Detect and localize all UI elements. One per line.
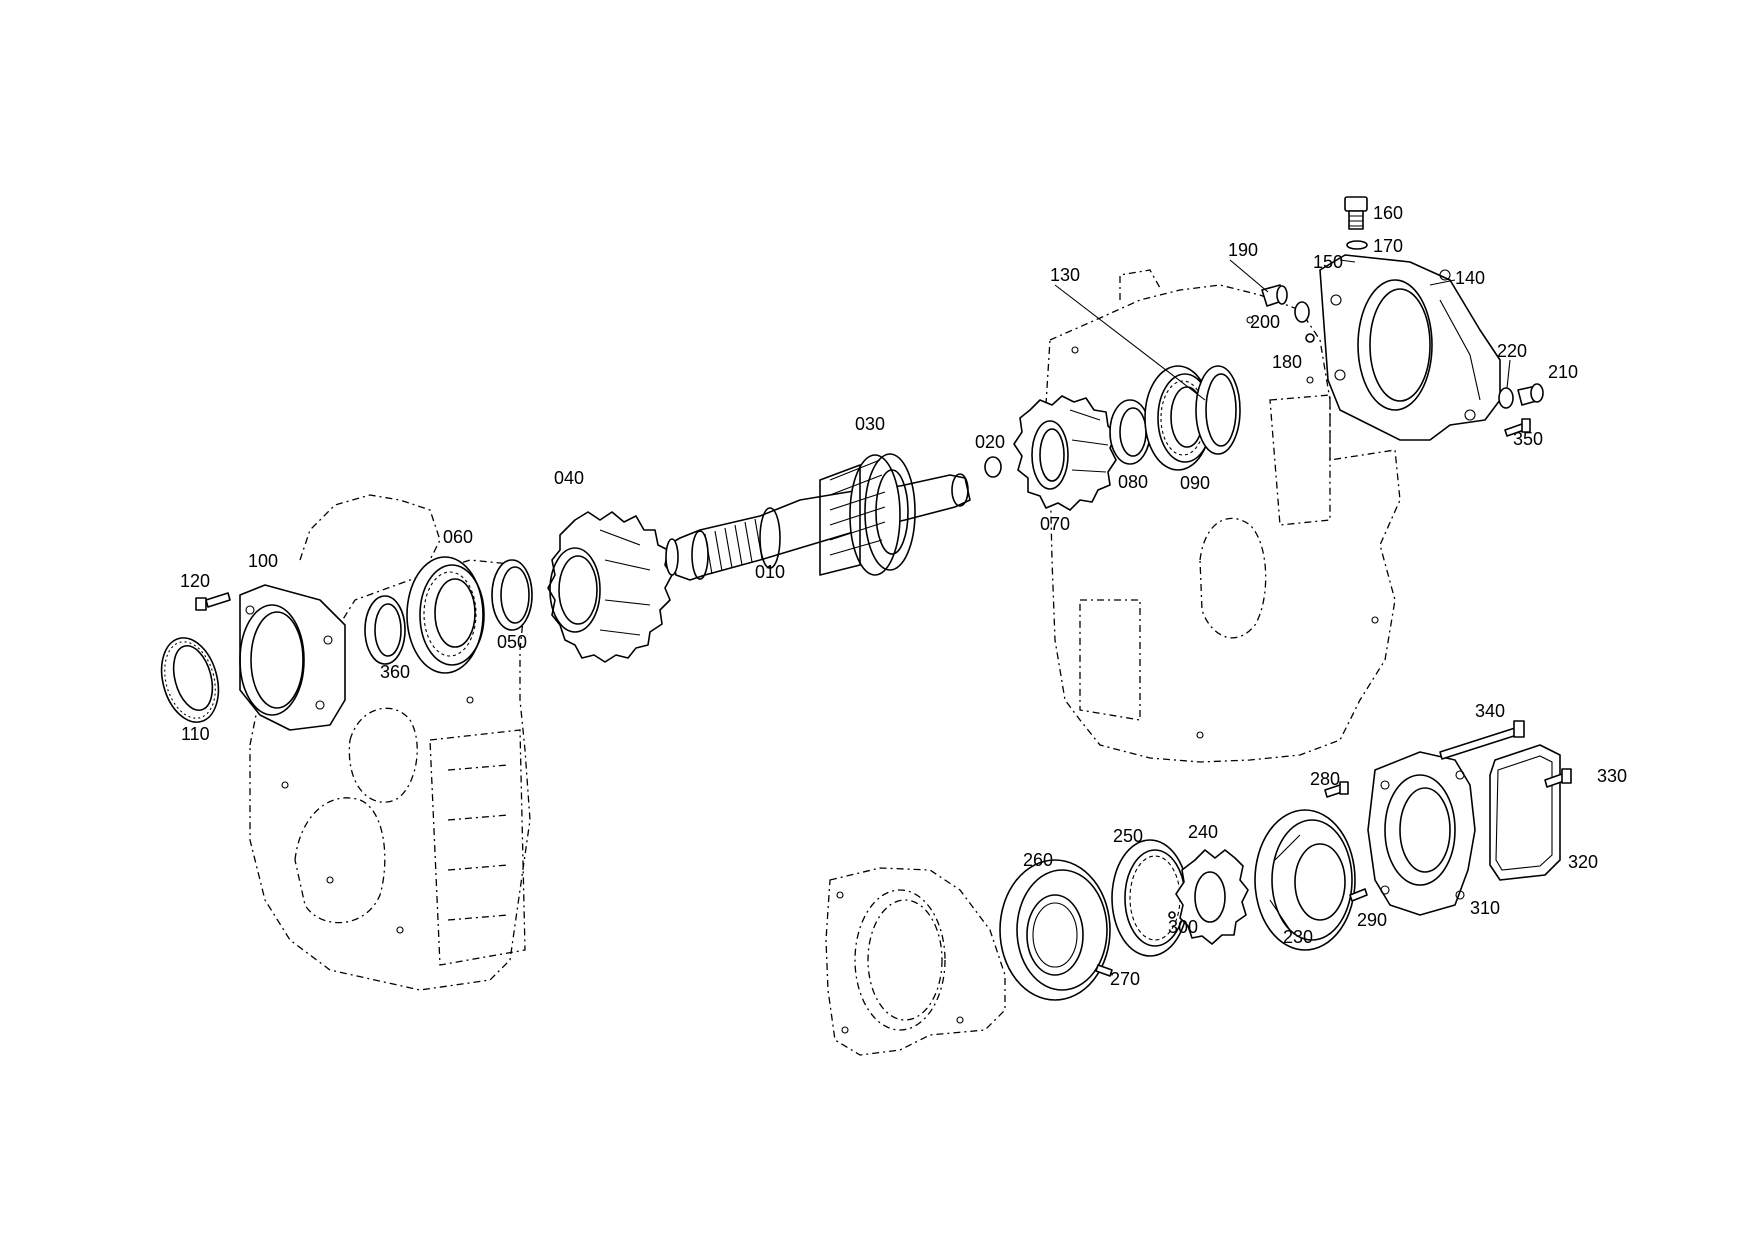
gear-070 (1013, 395, 1117, 511)
label-200: 200 (1250, 312, 1280, 332)
ring-130 (1195, 365, 1241, 455)
label-280: 280 (1310, 769, 1340, 789)
label-210: 210 (1548, 362, 1578, 382)
internal-gear-250 (1111, 839, 1189, 957)
label-300: 300 (1168, 917, 1198, 937)
cover-100 (239, 584, 346, 731)
pin-290 (1349, 888, 1368, 902)
plug-190 (1261, 284, 1288, 307)
label-070: 070 (1040, 514, 1070, 534)
part-labels: 010 020 030 040 050 060 070 080 090 100 … (180, 203, 1627, 989)
ring-360 (364, 595, 406, 665)
gear-040 (547, 511, 673, 663)
lower-housing (825, 867, 1006, 1056)
label-120: 120 (180, 571, 210, 591)
label-140: 140 (1455, 268, 1485, 288)
label-090: 090 (1180, 473, 1210, 493)
bolt-120 (195, 592, 231, 611)
label-360: 360 (380, 662, 410, 682)
pin-020 (984, 456, 1002, 478)
plug-210 (1517, 383, 1544, 406)
label-310: 310 (1470, 898, 1500, 918)
bolt-280 (1324, 781, 1349, 798)
bolt-330 (1544, 768, 1572, 788)
label-030: 030 (855, 414, 885, 434)
ring-050 (491, 559, 533, 631)
bearing-060 (406, 556, 485, 674)
pump-230 (1254, 809, 1356, 951)
label-170: 170 (1373, 236, 1403, 256)
label-010: 010 (755, 562, 785, 582)
bolt-350 (1504, 418, 1531, 437)
label-150: 150 (1313, 252, 1343, 272)
label-020: 020 (975, 432, 1005, 452)
label-110: 110 (181, 724, 210, 744)
label-340: 340 (1475, 701, 1505, 721)
label-350: 350 (1513, 429, 1543, 449)
label-320: 320 (1568, 852, 1598, 872)
seal-220 (1498, 387, 1514, 409)
plate-320 (1489, 744, 1561, 881)
pin-270 (1095, 964, 1113, 977)
label-290: 290 (1357, 910, 1387, 930)
label-100: 100 (248, 551, 278, 571)
label-270: 270 (1110, 969, 1140, 989)
label-230: 230 (1283, 927, 1313, 947)
seal-ring-110 (160, 637, 220, 723)
plug-160 (1344, 196, 1368, 230)
gear-240 (1175, 849, 1249, 945)
label-060: 060 (443, 527, 473, 547)
leader-lines (1054, 259, 1511, 401)
sync-gear-030 (819, 453, 916, 576)
label-040: 040 (554, 468, 584, 488)
bolt-340 (1439, 720, 1525, 760)
ring-080 (1109, 399, 1151, 465)
label-080: 080 (1118, 472, 1148, 492)
label-220: 220 (1497, 341, 1527, 361)
label-330: 330 (1597, 766, 1627, 786)
shaft-010 (665, 473, 971, 581)
right-housing (1044, 269, 1401, 763)
label-160: 160 (1373, 203, 1403, 223)
left-housing (249, 494, 531, 991)
cover-310 (1367, 751, 1476, 916)
seal-170 (1346, 240, 1368, 250)
label-240: 240 (1188, 822, 1218, 842)
seal-carrier-260 (999, 859, 1111, 1001)
cover-140 (1319, 254, 1501, 441)
pin-300 (1168, 911, 1176, 919)
seal-200 (1294, 301, 1310, 323)
label-130: 130 (1050, 265, 1080, 285)
label-260: 260 (1023, 850, 1053, 870)
label-250: 250 (1113, 826, 1143, 846)
ball-180 (1305, 333, 1315, 343)
label-050: 050 (497, 632, 527, 652)
label-180: 180 (1272, 352, 1302, 372)
label-190: 190 (1228, 240, 1258, 260)
